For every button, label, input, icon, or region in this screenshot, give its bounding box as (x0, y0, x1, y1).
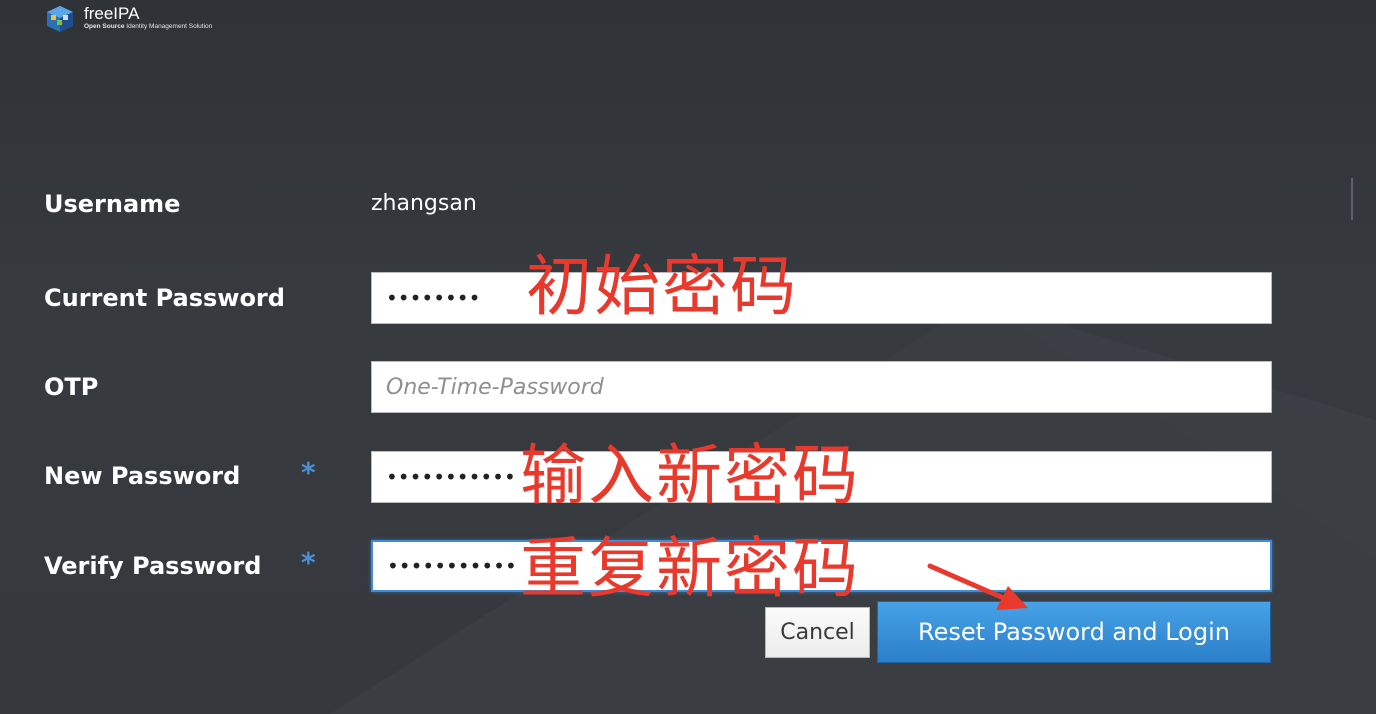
scrollbar[interactable] (1351, 178, 1353, 220)
new-password-field[interactable] (371, 451, 1272, 503)
new-password-label: New Password (44, 462, 241, 490)
verify-password-field[interactable] (371, 540, 1272, 592)
username-label: Username (44, 190, 181, 218)
logo-title: freeIPA (84, 4, 140, 23)
verify-password-label: Verify Password (44, 552, 262, 580)
required-indicator: * (301, 546, 316, 579)
annotation-initial-password: 初始密码 (526, 248, 798, 325)
cancel-button[interactable]: Cancel (765, 607, 870, 658)
required-indicator: * (301, 456, 316, 489)
logo-subtitle: Open Source Identity Management Solution (84, 23, 213, 30)
reset-password-login-button[interactable]: Reset Password and Login (877, 601, 1271, 663)
current-password-field[interactable] (371, 272, 1272, 324)
annotation-enter-new-password: 输入新密码 (520, 437, 860, 514)
current-password-label: Current Password (44, 284, 285, 312)
otp-label: OTP (44, 373, 99, 401)
username-value: zhangsan (371, 191, 477, 216)
otp-field[interactable] (371, 361, 1272, 413)
freeipa-logo: freeIPA Open Source Identity Management … (44, 4, 212, 34)
annotation-repeat-new-password: 重复新密码 (520, 530, 860, 607)
freeipa-cube-icon (47, 6, 73, 32)
